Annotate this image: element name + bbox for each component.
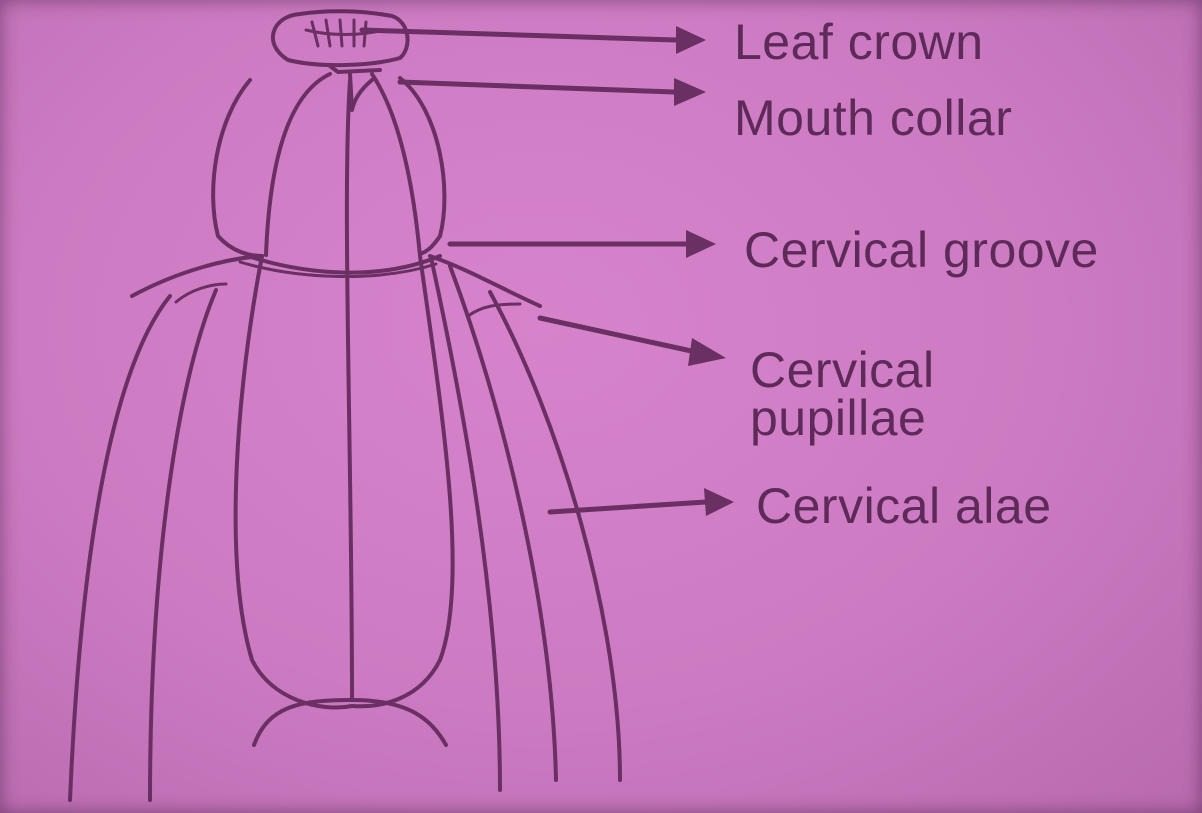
label-mouth-collar-text: Mouth collar xyxy=(734,94,1012,142)
label-cervical-pupillae-line2: pupillae xyxy=(750,394,935,442)
label-cervical-alae: Cervical alae xyxy=(756,482,1052,530)
label-cervical-groove-text: Cervical groove xyxy=(744,226,1099,274)
label-cervical-alae-text: Cervical alae xyxy=(756,482,1052,530)
label-cervical-groove: Cervical groove xyxy=(744,226,1099,274)
mouth-collar-leader xyxy=(400,82,674,92)
label-cervical-pupillae: Cervical pupillae xyxy=(750,346,935,442)
cervical-groove-ring xyxy=(132,256,540,316)
label-leaf-crown: Leaf crown xyxy=(734,18,984,66)
leaf-crown-structure xyxy=(273,11,408,65)
cervical-pupillae-leader xyxy=(540,318,696,352)
label-cervical-pupillae-line1: Cervical xyxy=(750,346,935,394)
body-lines xyxy=(70,80,620,800)
label-leaf-crown-text: Leaf crown xyxy=(734,18,984,66)
label-mouth-collar: Mouth collar xyxy=(734,94,1012,142)
mouth-collar-structure xyxy=(213,66,444,256)
